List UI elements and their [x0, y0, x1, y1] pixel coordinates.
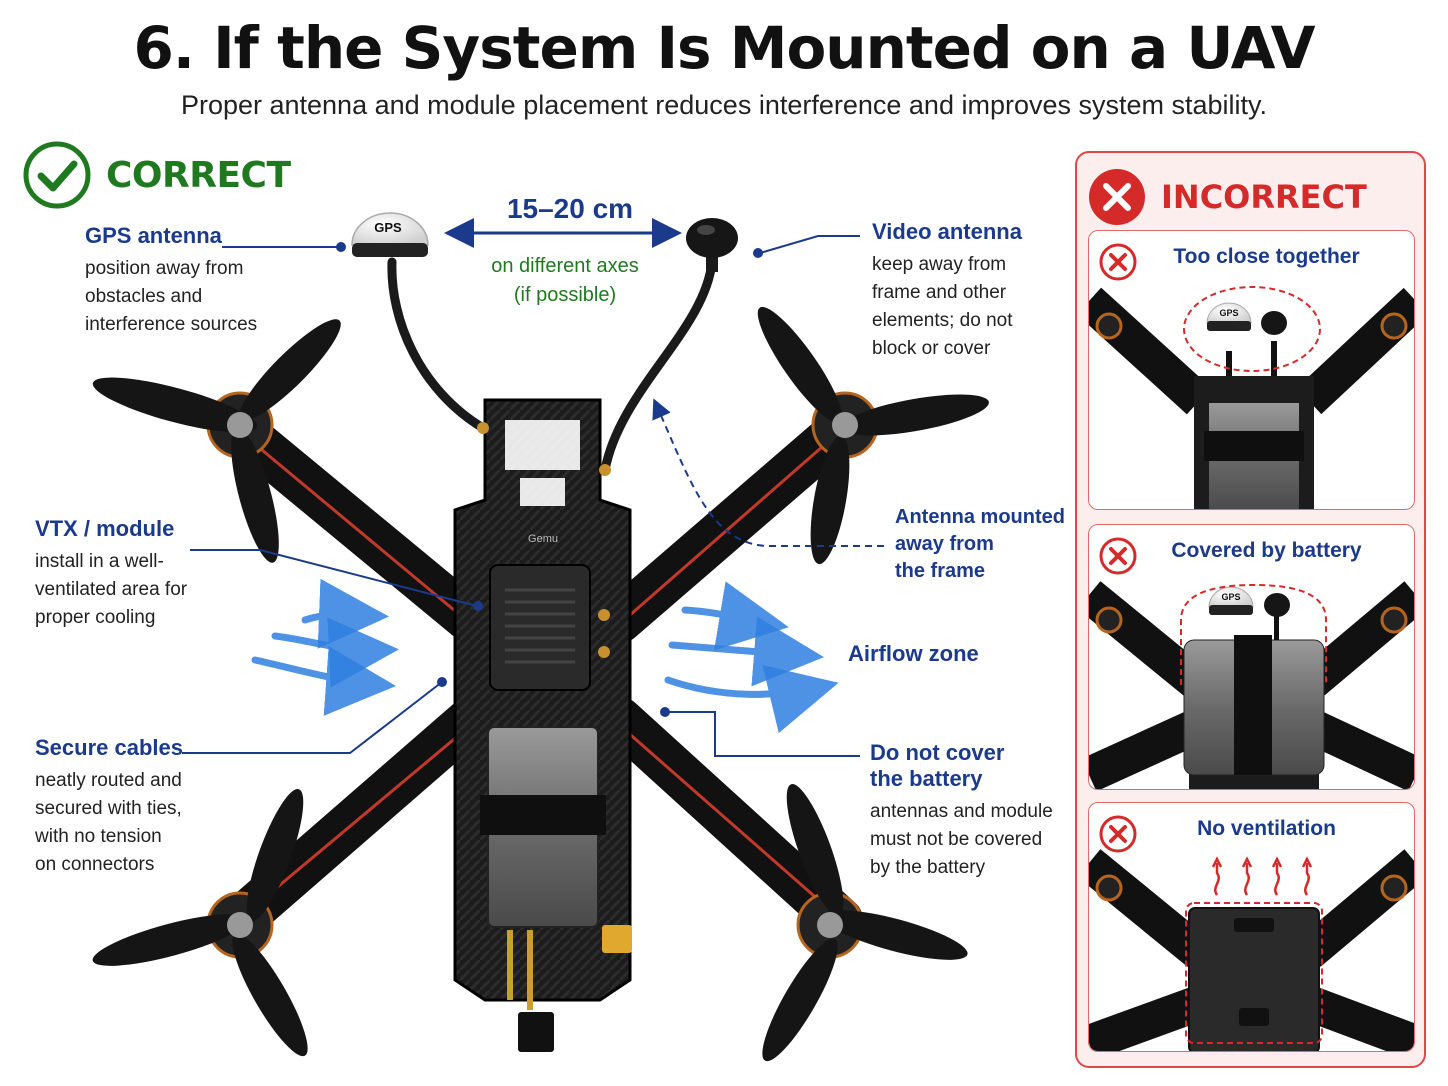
case-scene: GPS	[1089, 286, 1414, 509]
callout-line: frame and other	[872, 282, 1007, 303]
callout-line: block or cover	[872, 338, 991, 359]
airflow-arrows	[251, 578, 839, 734]
callout-line: away from	[895, 533, 994, 555]
incorrect-header: INCORRECT	[1088, 168, 1367, 226]
callout-line: elements; do not	[872, 310, 1013, 331]
callout-mounted: Antenna mounted away from the frame	[895, 504, 1065, 585]
gps-cap-text: GPS	[1219, 308, 1238, 318]
case-scene: GPS	[1089, 581, 1414, 789]
distance-label: 15–20 cm	[506, 193, 634, 224]
callout-line: keep away from	[872, 254, 1007, 275]
callout-line: the frame	[895, 560, 986, 582]
callout-line: must not be covered	[870, 829, 1043, 850]
x-circle-icon	[1099, 815, 1137, 853]
frame-brand-text: Gemu	[528, 533, 558, 545]
axes-note-line: on different axes	[491, 255, 639, 277]
callout-line: on connectors	[35, 854, 155, 875]
drone-arms	[217, 407, 863, 943]
callout-cables: Secure cables neatly routed and secured …	[35, 735, 183, 879]
callout-line: Antenna mounted	[895, 506, 1065, 528]
page-title: 6. If the System Is Mounted on a UAV	[133, 14, 1316, 82]
x-circle-icon	[1099, 537, 1137, 575]
incorrect-case-no-ventilation: No ventilation	[1088, 802, 1415, 1052]
battery	[480, 726, 632, 1052]
vtx-module	[489, 564, 610, 691]
callout-line: by the battery	[870, 857, 986, 878]
x-circle-icon	[1089, 169, 1145, 225]
incorrect-case-covered-by-battery: GPS Covered by battery	[1088, 524, 1415, 790]
correct-header: CORRECT	[22, 140, 291, 210]
case-title: Covered by battery	[1171, 539, 1362, 562]
gps-antenna-icon: GPS	[351, 212, 429, 257]
callout-gps-title: GPS antenna	[85, 223, 222, 248]
leader-lines	[182, 235, 884, 757]
callout-battery-title-2: the battery	[870, 766, 983, 791]
check-circle-icon	[23, 141, 91, 209]
callout-line: secured with ties,	[35, 798, 182, 819]
callout-line: antennas and module	[870, 801, 1053, 822]
axes-note-line: (if possible)	[513, 284, 617, 306]
case-scene	[1089, 849, 1414, 1051]
callout-video-title: Video antenna	[872, 219, 1022, 244]
gps-cap-text: GPS	[374, 220, 402, 235]
incorrect-case-too-close: GPS Too close together	[1088, 230, 1415, 510]
gps-cap-text: GPS	[1221, 592, 1240, 602]
callout-line: obstacles and	[85, 286, 203, 307]
callout-line: with no tension	[35, 826, 162, 847]
video-antenna-icon	[686, 218, 738, 272]
axes-note: on different axes (if possible)	[460, 252, 670, 310]
correct-label: CORRECT	[106, 154, 291, 196]
case-title: No ventilation	[1197, 817, 1336, 840]
case-title: Too close together	[1173, 245, 1360, 268]
callout-line: position away from	[85, 258, 244, 279]
callout-line: install in a well-	[35, 551, 164, 572]
incorrect-label: INCORRECT	[1161, 178, 1367, 216]
callout-battery: Do not cover the battery antennas and mo…	[870, 740, 1053, 882]
callout-line: ventilated area for	[35, 579, 188, 600]
callout-vtx: VTX / module install in a well- ventilat…	[35, 516, 187, 632]
callout-battery-title-1: Do not cover	[870, 740, 1005, 765]
callout-video: Video antenna keep away from frame and o…	[872, 219, 1022, 363]
callout-cables-title: Secure cables	[35, 735, 183, 760]
callout-vtx-title: VTX / module	[35, 516, 175, 541]
callout-line: neatly routed and	[35, 770, 182, 791]
callout-gps: GPS antenna position away from obstacles…	[85, 223, 257, 339]
frame-body: Gemu	[453, 398, 632, 1002]
x-circle-icon	[1099, 243, 1137, 281]
callout-line: interference sources	[85, 314, 258, 335]
airflow-label: Airflow zone	[848, 641, 979, 666]
callout-line: proper cooling	[35, 607, 156, 628]
page-subtitle: Proper antenna and module placement redu…	[180, 90, 1268, 120]
